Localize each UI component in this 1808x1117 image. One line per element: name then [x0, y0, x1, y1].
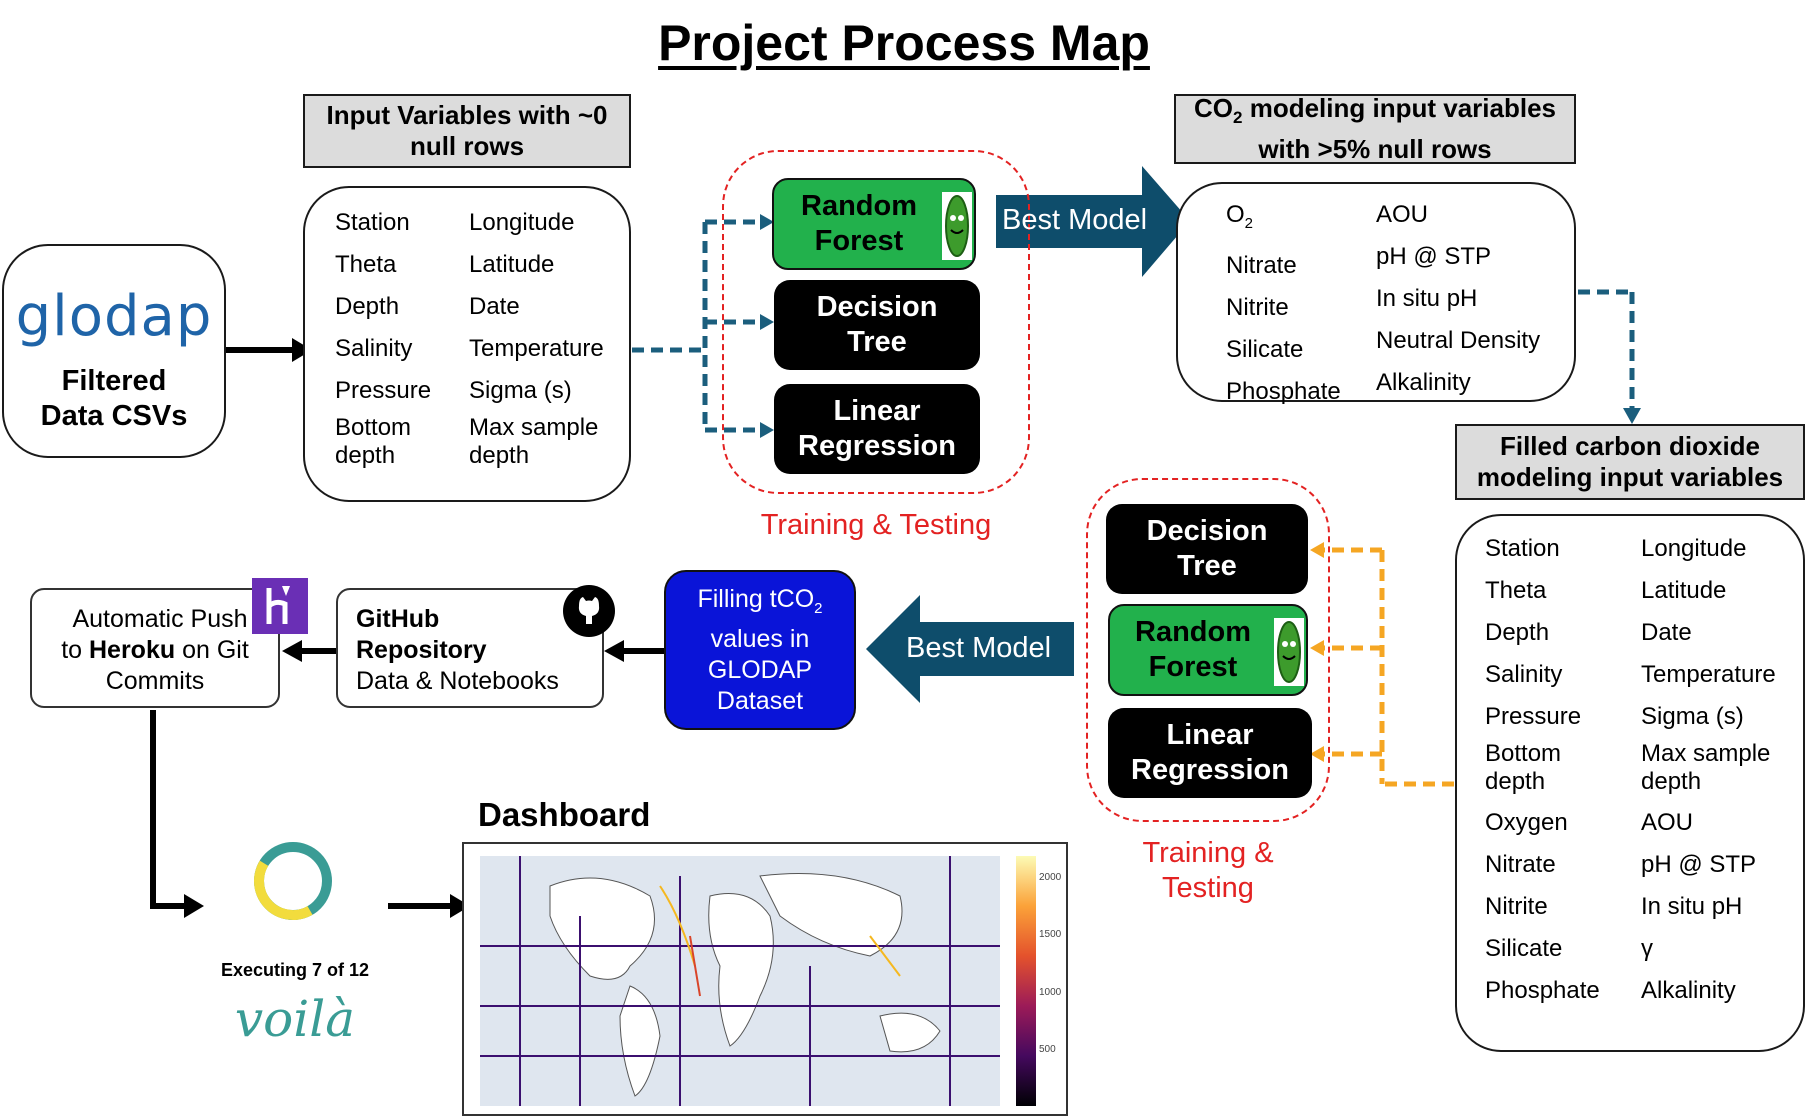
colorbar-tick: 2000: [1039, 872, 1062, 883]
input-vars-box: Station Theta Depth Salinity Pressure Bo…: [303, 186, 631, 502]
input-vars-col1: Station Theta Depth Salinity Pressure Bo…: [335, 209, 432, 469]
colorbar-tick: 1500: [1039, 929, 1062, 940]
best-model-label-top: Best Model: [1002, 204, 1148, 236]
training-region-bottom: [1086, 478, 1330, 822]
github-text: GitHub Repository Data & Notebooks: [356, 605, 559, 695]
voila-progress-ring: [254, 842, 332, 920]
input-vars-col2: Longitude Latitude Date Temperature Sigm…: [469, 209, 604, 469]
glodap-source-box: glodap Filtered Data CSVs: [2, 244, 226, 458]
best-model-arrow-bottom: [866, 595, 1074, 703]
colorbar-tick: 1000: [1039, 987, 1062, 998]
co2-vars-header: CO2 modeling input variables with >5% nu…: [1174, 93, 1576, 164]
glodap-logo: glodap: [15, 284, 213, 349]
dashboard-map: [480, 856, 1000, 1106]
co2-vars-col2: AOU pH @ STP In situ pH Neutral Density …: [1376, 201, 1541, 396]
heroku-text: Automatic Push to Heroku on Git Commits: [61, 605, 249, 695]
training-label-bottom: Training &Testing: [1142, 837, 1274, 904]
dashboard-frame: 2000 1500 1000 500: [462, 842, 1068, 1116]
best-model-label-bottom: Best Model: [906, 632, 1052, 664]
colorbar: [1016, 856, 1036, 1106]
github-icon: [563, 585, 615, 637]
page-title: Project Process Map: [658, 15, 1150, 71]
arrow-head: [292, 338, 312, 362]
training-label-top: Training & Testing: [760, 509, 992, 541]
voila-status: Executing 7 of 12: [220, 960, 370, 980]
voila-logo: voilà: [234, 990, 356, 1048]
pickle-icon: [1274, 618, 1304, 686]
filling-box: Filling tCO2 values in GLODAP Dataset: [664, 570, 856, 730]
co2-vars-box: O2 Nitrate Nitrite Silicate Phosphate AO…: [1176, 182, 1576, 405]
training-region-top: [722, 150, 1030, 494]
dashed-orange-branch: [1322, 547, 1454, 787]
github-box: GitHub Repository Data & Notebooks: [336, 585, 615, 708]
best-model-arrow-top: [996, 166, 1190, 277]
heroku-box: Automatic Push to Heroku on Git Commits: [30, 588, 280, 708]
source-label: Filtered Data CSVs: [40, 365, 188, 432]
filled-vars-col1: Station Theta Depth Salinity Pressure Bo…: [1485, 535, 1600, 1004]
colorbar-tick: 500: [1039, 1044, 1056, 1055]
dashed-blue-down: [1578, 289, 1635, 410]
filled-vars-col2: Longitude Latitude Date Temperature Sigm…: [1641, 535, 1776, 1004]
heroku-icon: [252, 578, 308, 634]
co2-vars-col1: O2 Nitrate Nitrite Silicate Phosphate: [1226, 201, 1341, 405]
map-svg: [480, 856, 1000, 1106]
dashed-blue-branch: [632, 219, 762, 433]
dashboard-title: Dashboard: [478, 796, 651, 833]
filled-vars-box: Station Theta Depth Salinity Pressure Bo…: [1455, 514, 1805, 1052]
pickle-icon: [942, 192, 972, 260]
